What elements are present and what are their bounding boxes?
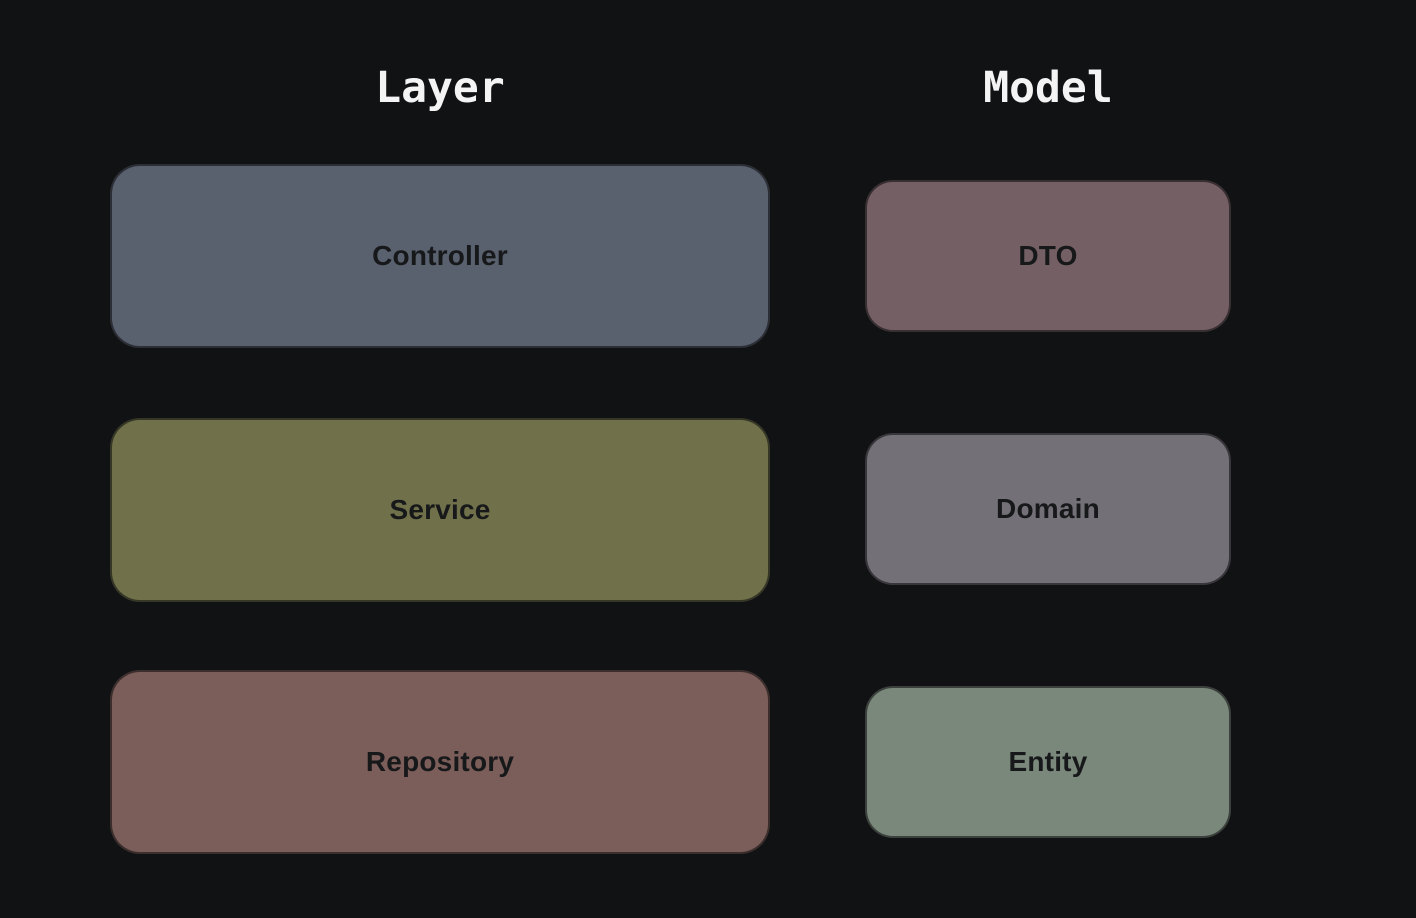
controller-layer-label: Controller: [372, 240, 508, 271]
entity-model-label: Entity: [1008, 746, 1088, 777]
dto-model-label: DTO: [1018, 240, 1078, 271]
domain-model-label: Domain: [996, 493, 1100, 524]
controller-layer-box: Controller: [110, 164, 770, 348]
service-layer-label: Service: [389, 494, 491, 525]
repository-layer-box: Repository: [110, 670, 770, 854]
column-title-layer: Layer: [375, 63, 505, 113]
entity-model-box: Entity: [865, 686, 1231, 838]
repository-layer-label: Repository: [365, 746, 515, 777]
domain-model-box: Domain: [865, 433, 1231, 585]
column-title-model: Model: [983, 63, 1113, 113]
dto-model-box: DTO: [865, 180, 1231, 332]
service-layer-box: Service: [110, 418, 770, 602]
